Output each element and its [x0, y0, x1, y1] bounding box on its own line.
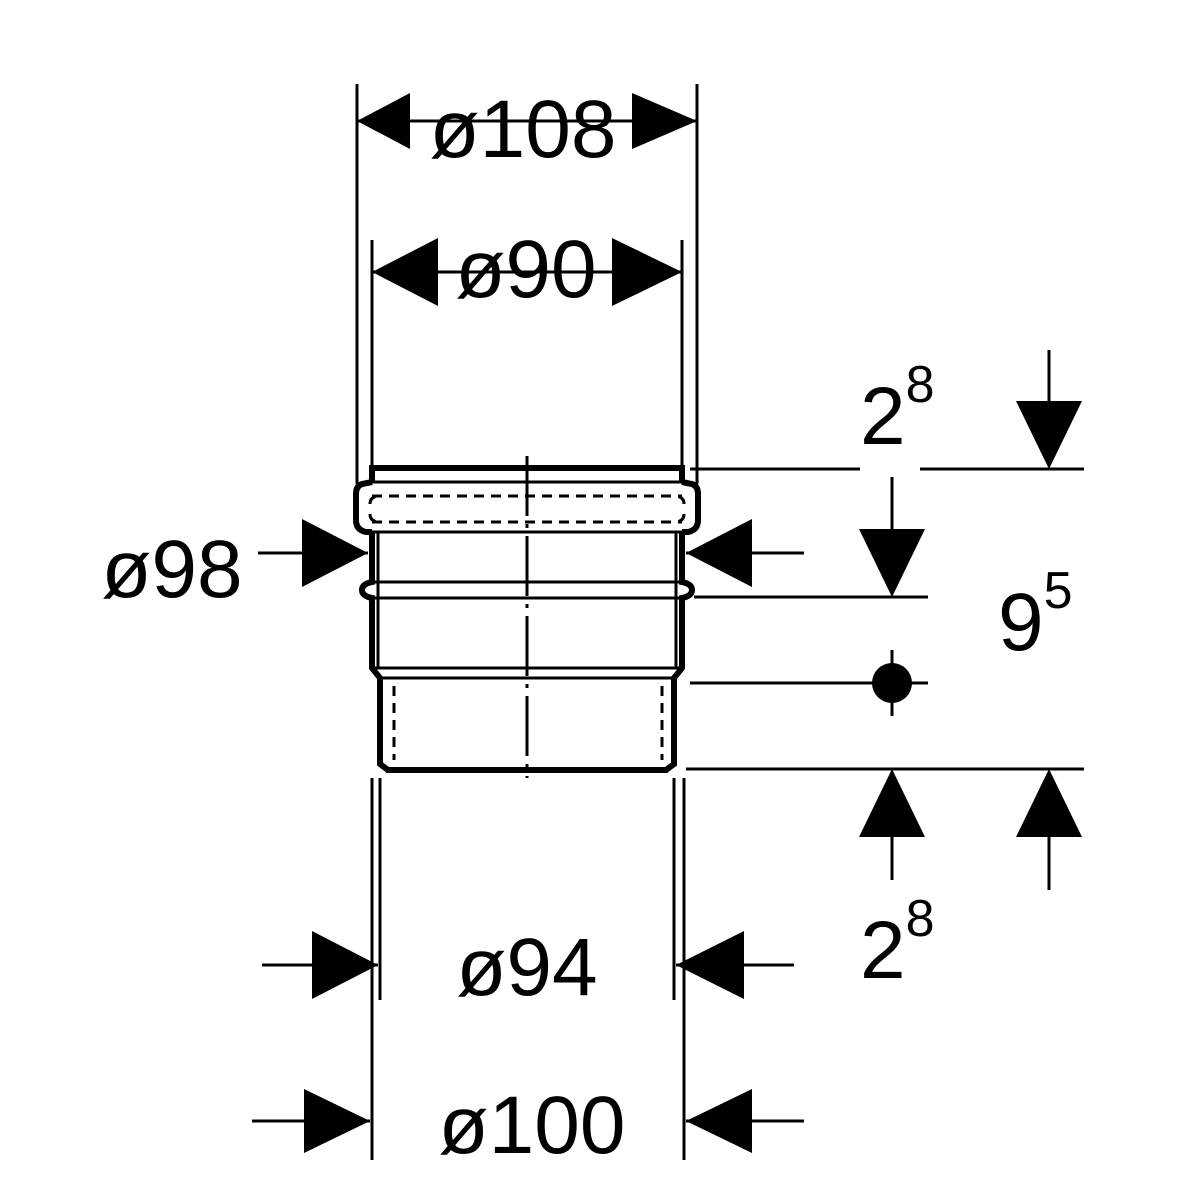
- arrow-left-icon: [612, 238, 682, 306]
- arrow-left-icon: [632, 93, 697, 149]
- dimension-label-top-height: 28: [860, 356, 935, 462]
- arrow-down-icon: [1016, 401, 1082, 469]
- socket-ring-outline: [353, 479, 701, 535]
- arrow-left-icon: [686, 1089, 752, 1153]
- arrow-down-icon: [859, 529, 925, 597]
- dimension-d90: ø90: [372, 224, 682, 315]
- dimension-label-d94: ø94: [456, 922, 597, 1013]
- arrow-right-icon: [312, 931, 378, 999]
- dimension-d100: ø100: [252, 1080, 804, 1171]
- pipe-adapter-part: [353, 456, 701, 778]
- dimension-label-d108: ø108: [430, 84, 617, 175]
- arrow-left-icon: [686, 519, 752, 587]
- dimension-label-mid-height: 95: [998, 562, 1073, 668]
- dimension-label-d90: ø90: [455, 224, 596, 315]
- arrow-left-icon: [676, 931, 744, 999]
- arrow-up-icon: [859, 769, 925, 837]
- arrow-right-icon: [302, 519, 368, 587]
- arrow-right-icon: [304, 1089, 370, 1153]
- dimension-label-d98: ø98: [101, 524, 242, 615]
- dimension-d98: ø98: [101, 519, 804, 615]
- dimension-d108: ø108: [357, 84, 697, 175]
- socket-body-outline: [358, 532, 696, 773]
- arrow-right-icon: [357, 93, 410, 149]
- arrow-up-icon: [1016, 769, 1082, 837]
- arrow-right-icon: [372, 238, 438, 306]
- dimension-d94: ø94: [262, 922, 794, 1013]
- vertical-dimensions: 28 95 28: [859, 350, 1082, 996]
- dimension-label-d100: ø100: [439, 1080, 626, 1171]
- dimension-label-bottom-height: 28: [860, 890, 935, 996]
